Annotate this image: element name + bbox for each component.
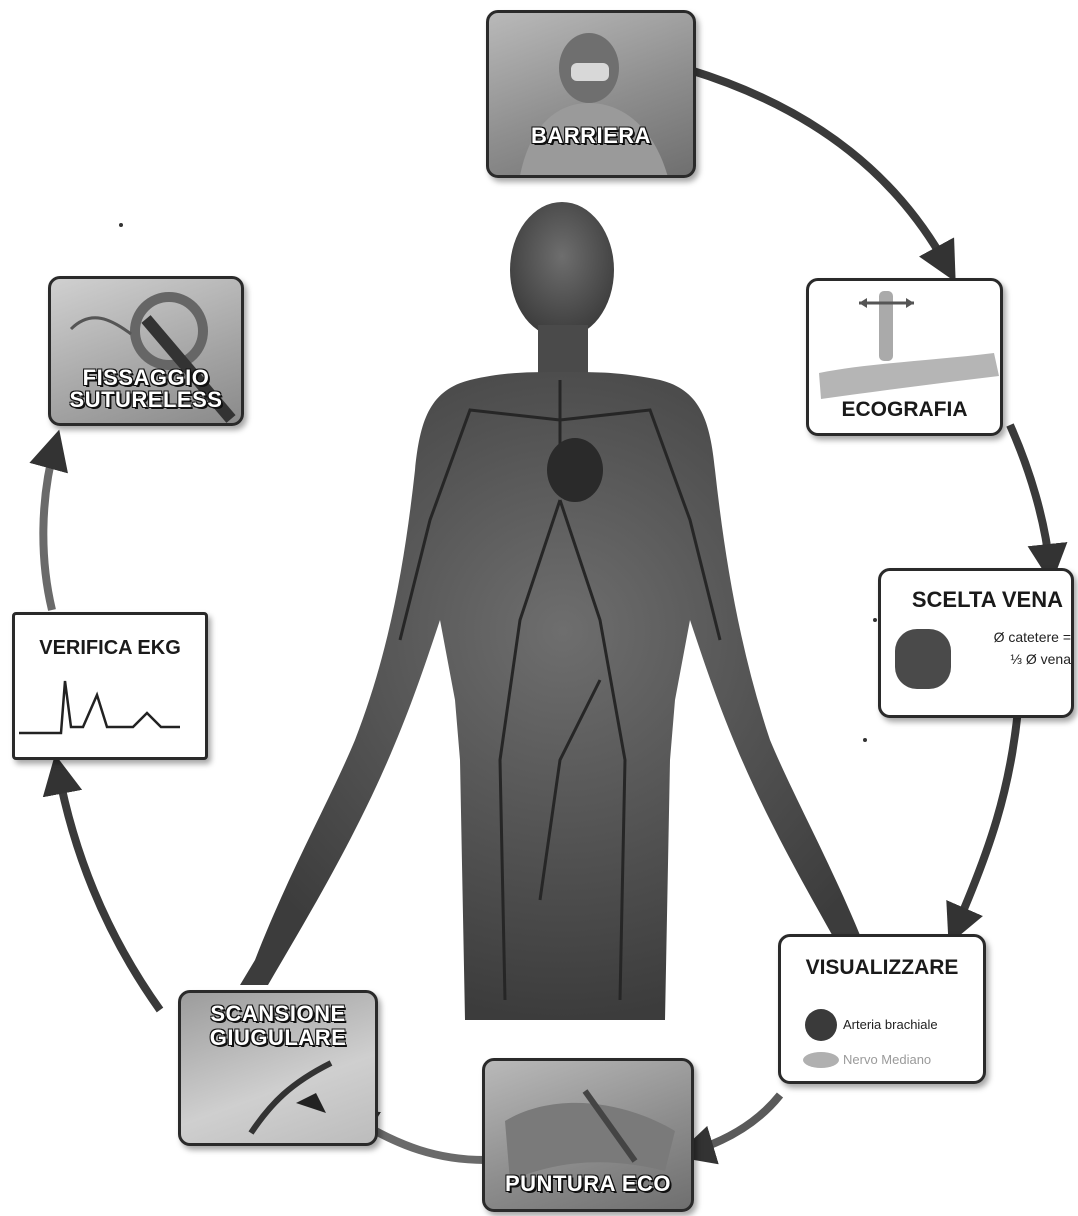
step-scelta-vena-card: SCELTA VENA Ø catetere = ⅓ Ø vena (878, 568, 1074, 718)
step-scansione-card: SCANSIONE GIUGULARE (178, 990, 378, 1146)
arrow-scelta-to-visualizzare (955, 710, 1018, 930)
arrow-verifica-to-fissaggio (43, 445, 55, 610)
step-scansione-line1: SCANSIONE (181, 1003, 375, 1025)
arrow-barriera-to-ecografia (690, 70, 948, 268)
step-fissaggio-card: FISSAGGIO SUTURELESS (48, 276, 244, 426)
legend-nervo: Nervo Mediano (843, 1052, 931, 1067)
step-barriera-card: BARRIERA (486, 10, 696, 178)
step-fissaggio-line1: FISSAGGIO (51, 367, 241, 389)
step-puntura-eco-label: PUNTURA ECO (485, 1173, 691, 1195)
arrow-ecografia-to-scelta (1010, 425, 1050, 568)
step-puntura-eco-card: PUNTURA ECO (482, 1058, 694, 1212)
arrow-scansione-to-verifica (58, 770, 160, 1010)
step-visualizzare-card: VISUALIZZARE Arteria brachiale Nervo Med… (778, 934, 986, 1084)
arrow-visualizzare-to-puntura (690, 1095, 780, 1152)
step-scelta-vena-line2: ⅓ Ø vena (955, 651, 1071, 667)
nerve-swatch-icon (803, 1052, 839, 1068)
human-body-figure (240, 202, 885, 1020)
step-scelta-vena-line1: Ø catetere = (955, 629, 1071, 645)
surgeon-illustration (489, 13, 696, 178)
artery-swatch-icon (805, 1009, 837, 1041)
step-fissaggio-line2: SUTURELESS (51, 389, 241, 411)
ekg-trace-icon (15, 615, 208, 760)
step-verifica-ekg-card: VERIFICA EKG (12, 612, 208, 760)
step-scansione-line2: GIUGULARE (181, 1027, 375, 1049)
step-ecografia-card: ECOGRAFIA (806, 278, 1003, 436)
step-barriera-label: BARRIERA (489, 125, 693, 147)
legend-arteria: Arteria brachiale (843, 1017, 938, 1032)
step-ecografia-label: ECOGRAFIA (809, 399, 1000, 421)
